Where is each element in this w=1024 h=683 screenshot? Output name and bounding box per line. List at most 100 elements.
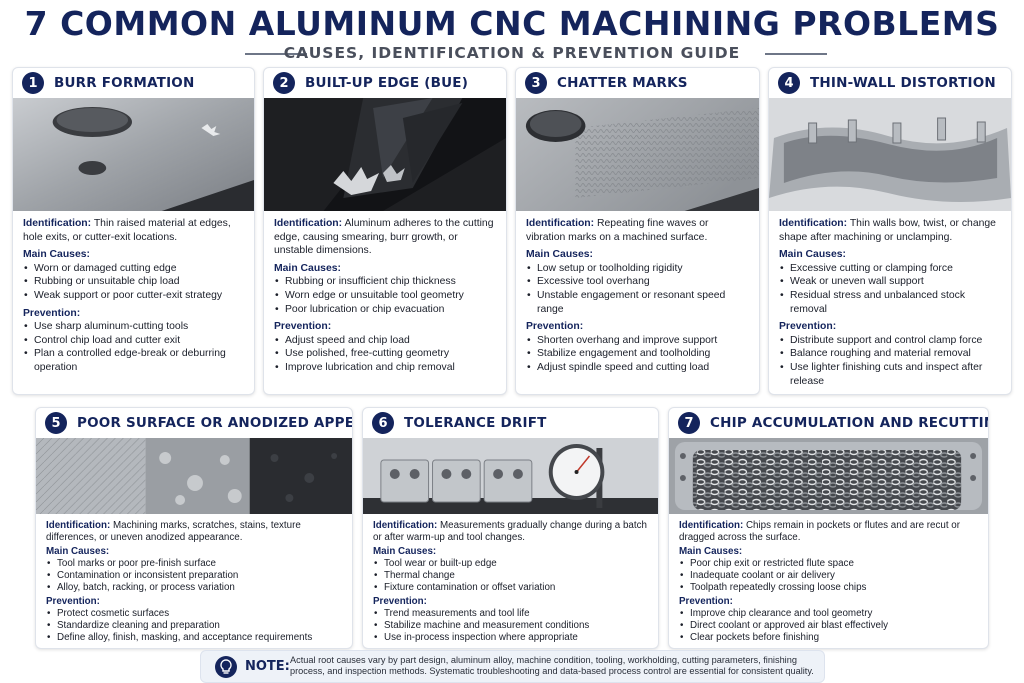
prevention-list: Adjust speed and chip load Use polished,… <box>274 334 496 375</box>
causes-list: Tool wear or built-up edge Thermal chang… <box>373 558 648 594</box>
card-title: THIN-WALL DISTORTION <box>810 75 996 91</box>
list-item: Shorten overhang and improve support <box>526 334 749 348</box>
thin-wall-photo <box>769 98 1011 211</box>
card-title: POOR SURFACE OR ANODIZED APPEARANCE <box>77 415 352 431</box>
prevention-heading: Prevention: <box>526 321 584 333</box>
list-item: Excessive tool overhang <box>526 275 749 289</box>
problem-card-bue: 2 BUILT-UP EDGE (BUE) Identification: Al… <box>263 67 507 395</box>
causes-heading: Main Causes: <box>779 249 846 261</box>
list-item: Balance roughing and material removal <box>779 347 1001 361</box>
list-item: Define alloy, finish, masking, and accep… <box>46 632 342 644</box>
number-badge: 2 <box>273 72 295 94</box>
causes-heading: Main Causes: <box>526 249 593 261</box>
identification-text: Identification: Thin raised material at … <box>23 218 231 243</box>
card-body: Identification: Measurements gradually c… <box>363 514 658 644</box>
list-item: Improve chip clearance and tool geometry <box>679 608 978 620</box>
problem-card-burr: 1 BURR FORMATION Identification: Thin ra… <box>12 67 255 395</box>
card-title: BURR FORMATION <box>54 75 195 91</box>
prevention-list: Trend measurements and tool life Stabili… <box>373 608 648 644</box>
card-header: 2 BUILT-UP EDGE (BUE) <box>264 68 506 98</box>
list-item: Protect cosmetic surfaces <box>46 608 342 620</box>
list-item: Use polished, free-cutting geometry <box>274 347 496 361</box>
card-title: BUILT-UP EDGE (BUE) <box>305 75 469 91</box>
surface-finish-photo <box>36 438 352 514</box>
page-subtitle: CAUSES, IDENTIFICATION & PREVENTION GUID… <box>283 44 741 62</box>
page-title: 7 COMMON ALUMINUM CNC MACHINING PROBLEMS <box>24 4 1000 43</box>
card-body: Identification: Thin raised material at … <box>13 211 254 375</box>
number-badge: 5 <box>45 412 67 434</box>
card-title: CHIP ACCUMULATION AND RECUTTING <box>710 415 989 431</box>
list-item: Clear pockets before finishing <box>679 632 978 644</box>
list-item: Control chip load and cutter exit <box>23 334 244 348</box>
list-item: Worn edge or unsuitable tool geometry <box>274 289 496 303</box>
chip-pocket-photo <box>669 438 988 514</box>
number-badge: 6 <box>372 412 394 434</box>
prevention-heading: Prevention: <box>779 321 837 333</box>
problem-card-chips: 7 CHIP ACCUMULATION AND RECUTTING Identi… <box>668 407 989 649</box>
note-text: Actual root causes vary by part design, … <box>290 655 814 676</box>
card-header: 4 THIN-WALL DISTORTION <box>769 68 1011 98</box>
note-label: NOTE: <box>245 659 290 674</box>
prevention-list: Distribute support and control clamp for… <box>779 334 1001 388</box>
list-item: Inadequate coolant or air delivery <box>679 570 978 582</box>
prevention-heading: Prevention: <box>274 321 332 333</box>
causes-heading: Main Causes: <box>274 262 341 274</box>
causes-list: Poor chip exit or restricted flute space… <box>679 558 978 594</box>
list-item: Tool marks or poor pre-finish surface <box>46 558 342 570</box>
identification-text: Identification: Machining marks, scratch… <box>46 520 301 543</box>
list-item: Thermal change <box>373 570 648 582</box>
burr-photo <box>13 98 254 211</box>
list-item: Tool wear or built-up edge <box>373 558 648 570</box>
list-item: Stabilize engagement and toolholding <box>526 347 749 361</box>
list-item: Alloy, batch, racking, or process variat… <box>46 582 342 594</box>
list-item: Rubbing or unsuitable chip load <box>23 275 244 289</box>
list-item: Adjust spindle speed and cutting load <box>526 361 749 375</box>
card-title: TOLERANCE DRIFT <box>404 415 547 431</box>
causes-heading: Main Causes: <box>46 546 110 557</box>
list-item: Contamination or inconsistent preparatio… <box>46 570 342 582</box>
number-badge: 1 <box>22 72 44 94</box>
card-body: Identification: Chips remain in pockets … <box>669 514 988 644</box>
prevention-list: Protect cosmetic surfaces Standardize cl… <box>46 608 342 644</box>
prevention-heading: Prevention: <box>46 596 100 607</box>
list-item: Rubbing or insufficient chip thickness <box>274 275 496 289</box>
causes-list: Excessive cutting or clamping force Weak… <box>779 262 1001 316</box>
causes-list: Low setup or toolholding rigidity Excess… <box>526 262 749 316</box>
identification-text: Identification: Repeating fine waves or … <box>526 218 709 243</box>
causes-heading: Main Causes: <box>373 546 437 557</box>
subtitle-rule-left <box>245 53 307 55</box>
causes-heading: Main Causes: <box>679 546 743 557</box>
prevention-heading: Prevention: <box>373 596 427 607</box>
prevention-heading: Prevention: <box>679 596 733 607</box>
list-item: Standardize cleaning and preparation <box>46 620 342 632</box>
list-item: Fixture contamination or offset variatio… <box>373 582 648 594</box>
list-item: Direct coolant or approved air blast eff… <box>679 620 978 632</box>
card-body: Identification: Repeating fine waves or … <box>516 211 759 375</box>
note-box: NOTE: Actual root causes vary by part de… <box>200 650 825 683</box>
list-item: Unstable engagement or resonant speed ra… <box>526 289 749 316</box>
list-item: Residual stress and unbalanced stock rem… <box>779 289 1001 316</box>
subtitle-rule-right <box>765 53 827 55</box>
list-item: Low setup or toolholding rigidity <box>526 262 749 276</box>
dial-gauge-photo <box>363 438 658 514</box>
prevention-list: Improve chip clearance and tool geometry… <box>679 608 978 644</box>
list-item: Distribute support and control clamp for… <box>779 334 1001 348</box>
lightbulb-icon <box>215 656 237 678</box>
list-item: Toolpath repeatedly crossing loose chips <box>679 582 978 594</box>
list-item: Use in-process inspection where appropri… <box>373 632 648 644</box>
list-item: Excessive cutting or clamping force <box>779 262 1001 276</box>
list-item: Improve lubrication and chip removal <box>274 361 496 375</box>
list-item: Use lighter finishing cuts and inspect a… <box>779 361 1001 388</box>
prevention-list: Shorten overhang and improve support Sta… <box>526 334 749 375</box>
list-item: Trend measurements and tool life <box>373 608 648 620</box>
card-header: 3 CHATTER MARKS <box>516 68 759 98</box>
card-title: CHATTER MARKS <box>557 75 688 91</box>
end-mill-photo <box>264 98 506 211</box>
list-item: Poor lubrication or chip evacuation <box>274 303 496 317</box>
identification-text: Identification: Measurements gradually c… <box>373 520 647 543</box>
causes-heading: Main Causes: <box>23 249 90 261</box>
list-item: Weak or uneven wall support <box>779 275 1001 289</box>
problem-card-chatter: 3 CHATTER MARKS Identification: Repeatin… <box>515 67 760 395</box>
card-header: 7 CHIP ACCUMULATION AND RECUTTING <box>669 408 988 438</box>
list-item: Poor chip exit or restricted flute space <box>679 558 978 570</box>
